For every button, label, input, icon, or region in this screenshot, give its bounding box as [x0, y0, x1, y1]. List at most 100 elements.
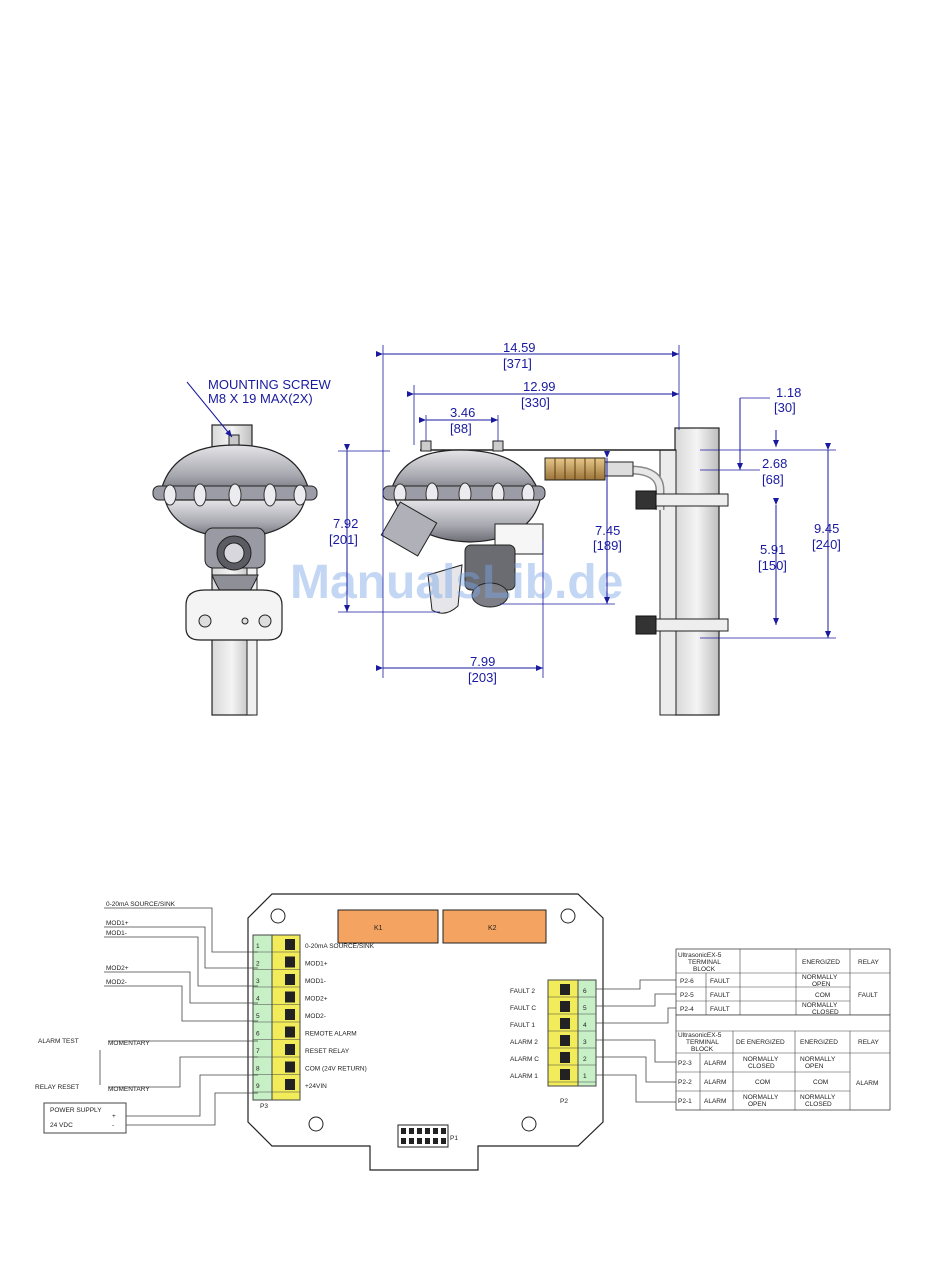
alarm-hdr-1: UltrasonicEX-5: [678, 1032, 722, 1039]
dim-body-width-mm: [330]: [521, 395, 550, 410]
p3-terminal-label: MOD1-: [305, 978, 326, 985]
p3-terminal-num: 1: [256, 943, 260, 950]
p2-screw: [560, 1035, 570, 1046]
p3-terminal-label: REMOTE ALARM: [305, 1031, 357, 1038]
alarm-relay-table: UltrasonicEX-5 TERMINAL BLOCK DE ENERGIZ…: [675, 1014, 891, 1111]
fault-term: P2-5: [680, 992, 694, 999]
p2-screw: [560, 984, 570, 995]
p3-terminal-num: 2: [256, 961, 260, 968]
p3-label: P3: [260, 1103, 268, 1110]
dim-height-mid: 7.45: [595, 523, 620, 538]
p2-terminal-num: 1: [583, 1073, 587, 1080]
p3-block: P3 1 0-20mA SOURCE/SINK 2 MOD1+ 3 MOD1- 4 MOD2+…: [252, 934, 375, 1110]
p3-screw: [285, 1044, 295, 1055]
p2-terminal-num: 5: [583, 1005, 587, 1012]
label-minus: -: [112, 1122, 114, 1129]
fault-energized-2: CLOSED: [812, 1009, 839, 1016]
fault-hdr-1: UltrasonicEX-5: [678, 952, 722, 959]
p1-label: P1: [450, 1135, 458, 1142]
relay-k1: K1: [374, 925, 383, 932]
label-mod2m: MOD2-: [106, 979, 127, 986]
p2-terminal-label: FAULT 1: [510, 1022, 535, 1029]
alarm-hdr-3: BLOCK: [691, 1046, 714, 1053]
p3-terminal-label: MOD2+: [305, 996, 328, 1003]
p3-screw: [285, 939, 295, 950]
label-24vdc: 24 VDC: [50, 1122, 73, 1129]
alarm-hdr-2: TERMINAL: [686, 1039, 719, 1046]
alarm-energized-1: NORMALLY: [800, 1094, 836, 1101]
dim-height-left-mm: [201]: [329, 532, 358, 547]
dim-depth-mm: [203]: [468, 670, 497, 685]
dim-overall-width-mm: [371]: [503, 356, 532, 371]
dim-pipe-offset: 2.68: [762, 456, 787, 471]
label-momentary-1: MOMENTARY: [108, 1040, 150, 1047]
fault-relay-name: FAULT: [858, 992, 878, 999]
p3-terminal-num: 3: [256, 978, 260, 985]
p2-terminal-label: FAULT C: [510, 1005, 536, 1012]
alarm-energized-1: COM: [813, 1079, 828, 1086]
p3-terminal-label: RESET RELAY: [305, 1048, 350, 1055]
dim-body-width: 12.99: [523, 379, 556, 394]
alarm-deenergized-2: CLOSED: [748, 1063, 775, 1070]
label-plus: +: [112, 1113, 116, 1120]
front-view: [152, 424, 318, 716]
fault-hdr-3: BLOCK: [693, 966, 716, 973]
alarm-hdr-relay: RELAY: [858, 1039, 879, 1046]
alarm-deenergized-1: NORMALLY: [743, 1094, 779, 1101]
label-relay-reset: RELAY RESET: [35, 1084, 79, 1091]
dim-side-offset: 1.18: [776, 385, 801, 400]
left-wiring: [99, 907, 258, 1126]
dim-overall-height: 9.45: [814, 521, 839, 536]
alarm-deenergized-1: COM: [755, 1079, 770, 1086]
fault-fn: FAULT: [710, 992, 730, 999]
p2-screw: [560, 1069, 570, 1080]
fault-hdr-energized: ENERGIZED: [802, 959, 840, 966]
p3-screw: [285, 1079, 295, 1090]
callout: MOUNTING SCREW M8 X 19 MAX(2X): [186, 377, 332, 438]
p3-terminal-label: 0-20mA SOURCE/SINK: [305, 943, 375, 950]
alarm-hdr-energized: ENERGIZED: [800, 1039, 838, 1046]
dim-pipe-offset-mm: [68]: [762, 472, 784, 487]
label-mod1m: MOD1-: [106, 930, 127, 937]
alarm-energized-2: CLOSED: [805, 1101, 832, 1108]
fault-energized-2: OPEN: [812, 981, 831, 988]
p2-screw: [560, 1001, 570, 1012]
side-view: [380, 427, 729, 716]
p2-terminal-num: 2: [583, 1056, 587, 1063]
p3-terminal-num: 6: [256, 1031, 260, 1038]
label-momentary-2: MOMENTARY: [108, 1086, 150, 1093]
alarm-energized-2: OPEN: [805, 1063, 824, 1070]
watermark: ManualsLib.de: [290, 556, 623, 609]
alarm-relay-name: ALARM: [856, 1080, 878, 1087]
p2-terminal-label: FAULT 2: [510, 988, 535, 995]
p2-terminal-label: ALARM 1: [510, 1073, 538, 1080]
p2-label: P2: [560, 1098, 568, 1105]
p3-terminal-label: MOD2-: [305, 1013, 326, 1020]
wiring-board: K1 K2 P1: [247, 893, 604, 1171]
p3-terminal-label: MOD1+: [305, 961, 328, 968]
alarm-deenergized-1: NORMALLY: [743, 1056, 779, 1063]
dim-height-mid-mm: [189]: [593, 538, 622, 553]
p3-terminal-num: 5: [256, 1013, 260, 1020]
p3-screw: [285, 1009, 295, 1020]
dim-bolt-spacing: 5.91: [760, 542, 785, 557]
alarm-term: P2-1: [678, 1098, 692, 1105]
p3-screw: [285, 974, 295, 985]
p3-terminal-num: 9: [256, 1083, 260, 1090]
p3-screw: [285, 991, 295, 1003]
p3-terminal-num: 4: [256, 996, 260, 1003]
alarm-hdr-deenergized: DE ENERGIZED: [736, 1039, 785, 1046]
p2-terminal-label: ALARM 2: [510, 1039, 538, 1046]
p2-screw: [560, 1052, 570, 1063]
dimensions: 14.59 [371] 12.99 [330] 3.46 [88] 1.18 […: [329, 340, 841, 685]
dim-overall-width: 14.59: [503, 340, 536, 355]
fault-fn: FAULT: [710, 978, 730, 985]
p2-terminal-num: 4: [583, 1022, 587, 1029]
fault-energized-1: NORMALLY: [802, 1002, 838, 1009]
p3-terminal-num: 8: [256, 1066, 260, 1073]
p3-screw: [285, 1061, 295, 1073]
dim-side-offset-mm: [30]: [774, 400, 796, 415]
alarm-energized-1: NORMALLY: [800, 1056, 836, 1063]
fault-energized-1: NORMALLY: [802, 974, 838, 981]
